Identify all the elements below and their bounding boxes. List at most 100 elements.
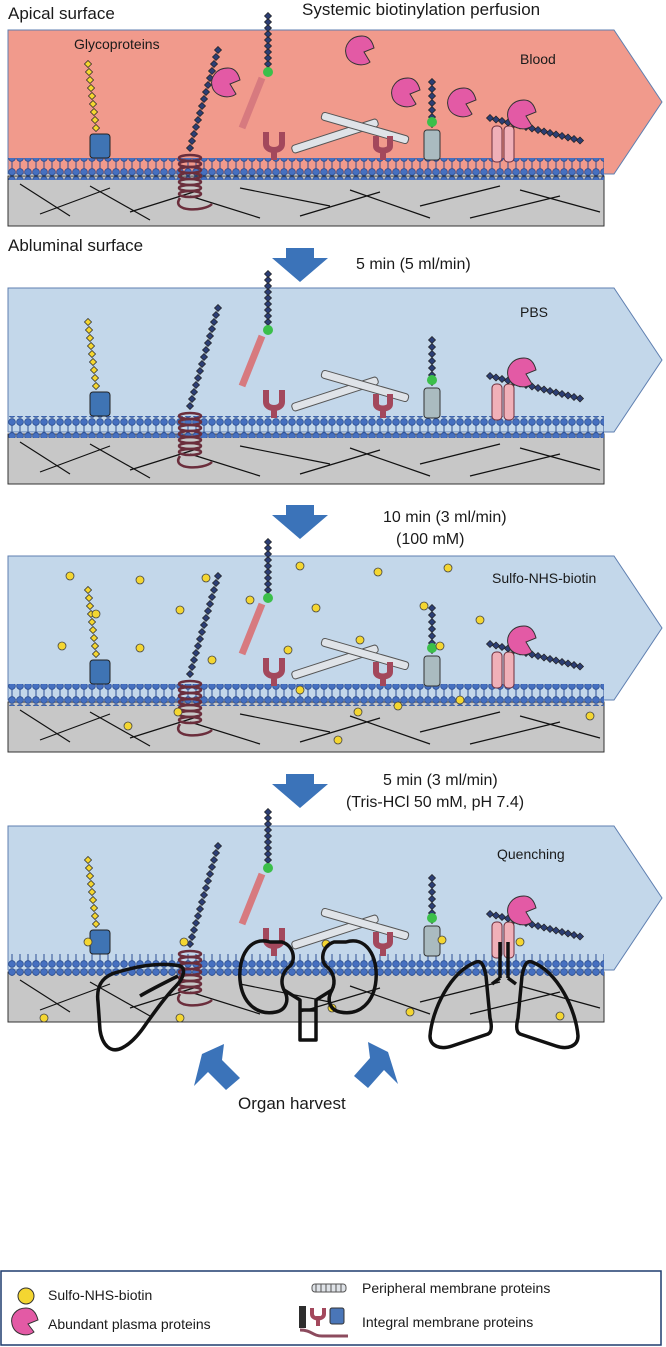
integral-protein-y2 — [373, 662, 393, 686]
biotin-dot — [123, 721, 133, 731]
harvest-arrow-left — [194, 1044, 240, 1090]
biotin-dot — [65, 571, 75, 581]
lungs-icon — [428, 942, 580, 1050]
panel-4 — [7, 807, 663, 1023]
biotin-dot — [333, 735, 343, 745]
plasma-protein — [507, 625, 537, 656]
integral-protein-y — [263, 390, 285, 418]
legend-plasma-label: Abundant plasma proteins — [48, 1316, 211, 1332]
step-2-line1: 10 min (3 ml/min) — [383, 509, 507, 526]
panel-label-sulfo: Sulfo-NHS-biotin — [492, 570, 597, 586]
glycoprotein-3 — [238, 537, 273, 656]
panel-label-blood: Blood — [520, 51, 556, 67]
biotin-dot — [311, 603, 321, 613]
integral-protein-barrel — [423, 873, 441, 957]
peripheral-rods — [291, 369, 410, 412]
biotin-dot — [455, 695, 465, 705]
biotin-dot — [91, 609, 101, 619]
biotin-dot — [283, 645, 293, 655]
legend-plasma-icon — [11, 1307, 39, 1336]
biotin-dot — [419, 601, 429, 611]
panel-label-pbs: PBS — [520, 304, 549, 320]
step-arrow-1 — [272, 248, 328, 282]
biotin-dot — [295, 685, 305, 695]
integral-protein-barrel — [423, 335, 441, 419]
membrane-bilayer — [8, 158, 604, 180]
biotin-dot — [175, 1013, 185, 1023]
biotin-dot — [405, 1007, 415, 1017]
glycoprotein-2 — [176, 571, 223, 737]
glycoprotein-3 — [238, 807, 273, 926]
apical-surface-label: Apical surface — [8, 4, 115, 23]
plasma-protein-floating — [447, 87, 477, 118]
glycoprotein-2 — [176, 303, 223, 469]
step-3-line1: 5 min (3 ml/min) — [383, 772, 498, 789]
biotin-dot — [353, 707, 363, 717]
step-1-label: 5 min (5 ml/min) — [356, 256, 471, 273]
biotin-dot — [39, 1013, 49, 1023]
biotin-dot — [393, 701, 403, 711]
integral-protein-y — [263, 658, 285, 686]
panel-2 — [7, 269, 663, 485]
glycoprotein-2 — [176, 45, 223, 211]
biotin-dot — [83, 937, 93, 947]
peripheral-rods — [291, 111, 410, 154]
plasma-protein-floating — [345, 35, 375, 66]
biotin-dot — [207, 655, 217, 665]
legend-peripheral-label: Peripheral membrane proteins — [362, 1280, 551, 1296]
peripheral-rods — [291, 637, 410, 680]
biotin-dot — [355, 635, 365, 645]
integral-protein-barrel — [423, 603, 441, 687]
diagram-title: Systemic biotinylation perfusion — [302, 0, 541, 19]
step-2-line2: (100 mM) — [396, 531, 465, 548]
tissue-fibres — [19, 709, 601, 747]
legend-biotin-icon — [17, 1287, 35, 1305]
legend-integral-label: Integral membrane proteins — [362, 1314, 534, 1330]
plasma-protein-floating — [211, 67, 241, 98]
tissue-fibres — [19, 183, 601, 221]
plasma-protein — [507, 895, 537, 926]
biotin-dot — [175, 605, 185, 615]
membrane-bilayer — [8, 684, 604, 706]
panel-label-quenching: Quenching — [497, 846, 565, 862]
integral-protein-y2 — [373, 136, 393, 160]
panel-3 — [7, 537, 663, 753]
biotin-dot — [585, 711, 595, 721]
step-3-line2: (Tris-HCl 50 mM, pH 7.4) — [346, 794, 525, 811]
membrane-bilayer — [8, 416, 604, 438]
legend-integral-icon — [299, 1306, 348, 1338]
glycoprotein-2 — [176, 841, 223, 1007]
plasma-protein — [507, 357, 537, 388]
biotin-dot — [201, 573, 211, 583]
plasma-protein — [507, 99, 537, 130]
glycoproteins-label: Glycoproteins — [74, 36, 160, 52]
glycoprotein-1 — [83, 855, 111, 955]
biotin-dot — [245, 595, 255, 605]
biotin-dot — [435, 641, 445, 651]
panel-1 — [7, 11, 663, 227]
biotin-dot — [443, 563, 453, 573]
step-arrow-2 — [272, 505, 328, 539]
abluminal-surface-label: Abluminal surface — [8, 236, 144, 255]
glycoprotein-1 — [83, 317, 111, 417]
biotin-dot — [437, 935, 447, 945]
biotin-dot — [179, 937, 189, 947]
integral-protein-barrel — [423, 77, 441, 161]
tissue-fibres — [19, 441, 601, 479]
glycoprotein-1 — [83, 585, 111, 685]
plasma-protein-floating — [391, 77, 421, 108]
integral-protein-y2 — [373, 932, 393, 956]
biotin-dot — [373, 567, 383, 577]
kidneys-icon — [238, 939, 378, 1042]
glycoprotein-3 — [238, 11, 273, 130]
biotin-dot — [135, 575, 145, 585]
legend-biotin-label: Sulfo-NHS-biotin — [48, 1287, 153, 1303]
integral-protein-y — [263, 132, 285, 160]
biotin-dot — [475, 615, 485, 625]
biotin-dot — [173, 707, 183, 717]
membrane-bilayer — [8, 954, 604, 976]
legend-peripheral-icon — [311, 1283, 347, 1293]
biotin-dot — [295, 561, 305, 571]
biotin-dot — [555, 1011, 565, 1021]
